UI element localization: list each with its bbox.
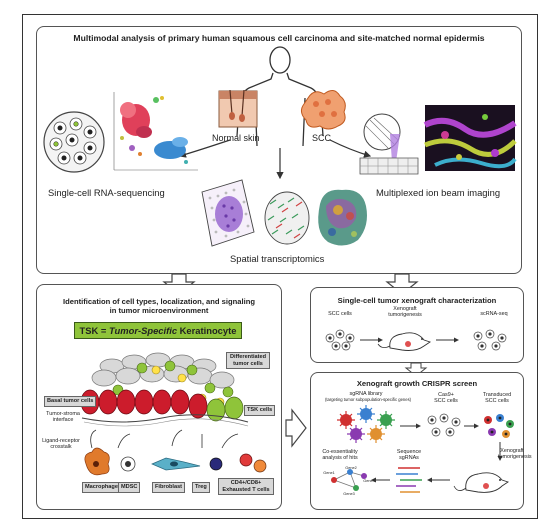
differentiated-tumor-label: Differentiated tumor cells [226,352,270,369]
exhausted-tcells-label: CD4+/CD8+ Exhausted T cells [218,478,274,495]
cas9-cells-label: Cas9+ SCC cells [434,392,458,405]
spatial-label: Spatial transcriptomics [230,253,325,264]
tumor-cell-layers [80,352,249,427]
sgrna-library-label: sgRNA library [349,391,383,397]
coessentiality-label: Co-essentiality analysis of hits [322,449,358,462]
scrnaseq-label: scRNA-seq [480,311,508,317]
sgrna-virions [337,405,395,443]
t-cell-1 [239,453,253,467]
crispr-title: Xenograft growth CRISPR screen [356,379,478,388]
mibi-label: Multiplexed ion beam imaging [376,187,501,198]
mdsc-label: MDSC [118,482,141,493]
gene1-label: Gene1 [323,471,335,475]
t-cell-2 [253,459,267,473]
tsk-suffix: Keratinocyte [177,325,237,336]
gene4-label: Gene4 [363,479,375,483]
spatial-array-icon [264,191,310,245]
xenograft-char-title: Single-cell tumor xenograft characteriza… [337,296,497,305]
scrna-label: Single-cell RNA-sequencing [48,187,165,198]
mibi-image [423,105,517,171]
cell-dish-icon [43,111,105,173]
normal-skin-label: Normal skin [212,133,260,143]
fibroblast-label: Fibroblast [152,482,186,493]
umap-plot [113,92,198,171]
multimodal-title: Multimodal analysis of primary human squ… [73,33,485,43]
spatial-grid-icon [201,179,255,247]
xenograft-char-diagram [325,329,507,351]
tme-title-line1: Identification of cell types, localizati… [63,297,255,306]
treg-label: Treg [192,482,210,493]
scc-label: SCC [312,133,332,143]
sgrna-library-sub: (targeting tumor subpopulation-specific … [324,397,412,402]
sequence-sgrnas-label: Sequence sgRNAs [396,449,422,462]
scc-cells-label: SCC cells [328,311,352,317]
tsk-definition-box: TSK = Tumor-Specific Keratinocyte [74,322,242,339]
tsk-prefix: TSK = [79,325,109,336]
tme-title-line2: in tumor microenvironment [109,306,209,315]
mibi-apparatus-icon [359,113,419,175]
basal-tumor-label: Basal tumor cells [44,396,97,407]
figure-frame [22,14,538,519]
gene3-label: Gene3 [343,492,355,496]
transduced-cells-label: Transduced SCC cells [482,392,512,405]
scc-tumor-icon [300,90,346,130]
treg-cell [209,457,223,471]
tsk-italic: Tumor-Specific [108,325,178,336]
xenograft-crispr-label: Xenograft tumorigenesis [498,448,532,461]
xenograft-tumorigenesis-label: Xenograft tumorigenesis [388,306,422,319]
gene2-label: Gene2 [345,466,357,470]
normal-skin-icon [218,89,258,128]
spatial-tissue-map [318,189,367,246]
tumor-stroma-label: Tumor-stroma interface [46,411,80,424]
ligand-receptor-label: Ligand-receptor crosstalk [42,438,80,451]
tsk-cells-label: TSK cells [244,405,276,416]
stroma-cells [84,429,267,476]
crispr-diagram [331,405,514,493]
